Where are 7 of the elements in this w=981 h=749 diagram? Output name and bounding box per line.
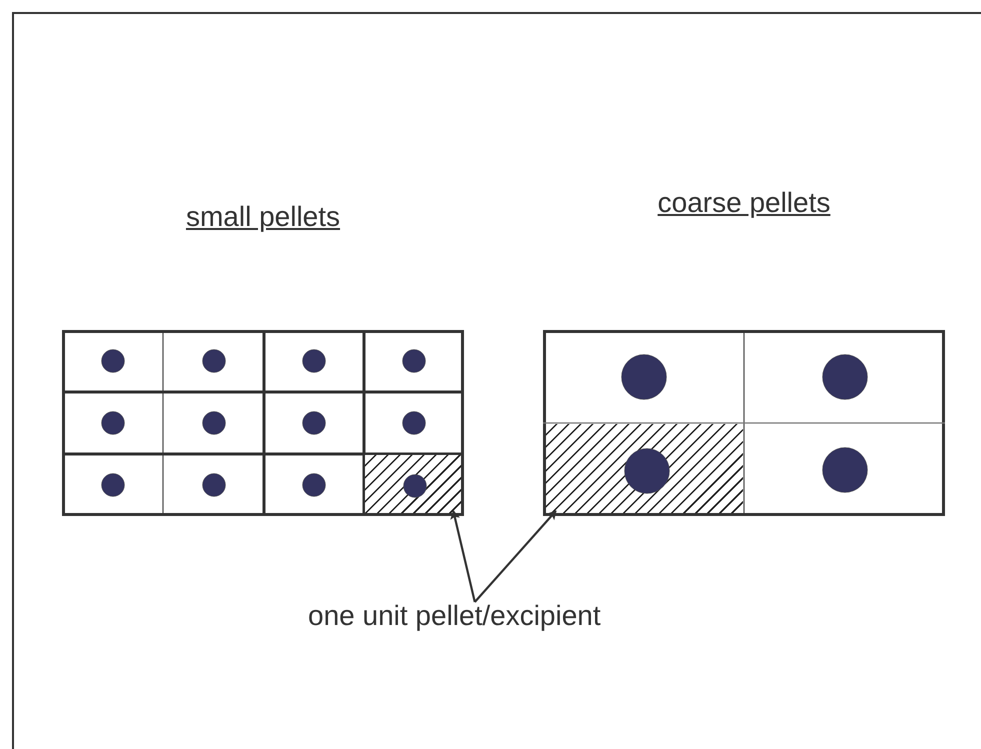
hatched-cell: [365, 455, 461, 513]
hatched-cell: [546, 424, 743, 513]
callout-text: one unit pellet/excipient: [308, 600, 601, 632]
grid-heading: small pellets: [186, 201, 340, 233]
leader-arrow: [474, 510, 557, 603]
leader-arrow: [450, 510, 476, 602]
grid-heading: coarse pellets: [658, 187, 830, 219]
